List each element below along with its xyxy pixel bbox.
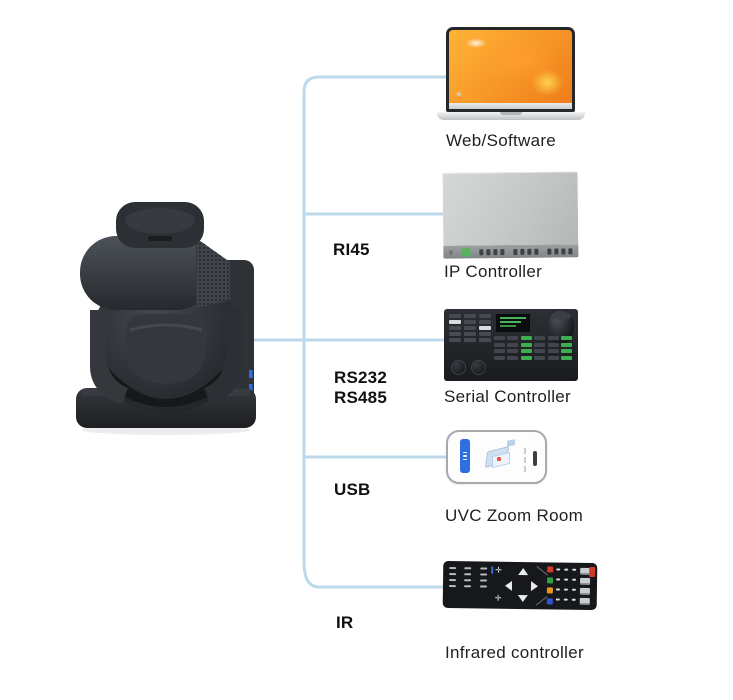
orange-button [546, 587, 553, 594]
serial-controller-keys [449, 314, 491, 342]
camera-yoke-left [90, 310, 128, 404]
phone-camera-notch [533, 451, 537, 466]
phone-blue-button [460, 439, 470, 473]
port-group [479, 248, 505, 255]
port-group [547, 247, 573, 255]
serial-controller-keypad [494, 336, 572, 360]
laptop-wallpaper [449, 30, 572, 103]
protocol-label-rs485: RS485 [334, 388, 387, 407]
remote-plus-button: ✛ [494, 593, 502, 603]
green-button [547, 576, 554, 583]
remote-power-button [589, 566, 596, 578]
protocol-label-rs232: RS232 [334, 368, 387, 387]
device-label-web-software: Web/Software [446, 131, 557, 150]
phone-side-text [524, 448, 526, 472]
device-label-ip-controller: IP Controller [444, 262, 543, 281]
remote-control-illustration: ✛ ✛ [442, 560, 598, 611]
laptop-chin [449, 103, 572, 109]
smartphone-illustration [446, 430, 547, 484]
protocol-label-usb: USB [334, 480, 371, 499]
ip-controller-port-strip [443, 244, 579, 259]
protocol-label-rs232-rs485: RS232 RS485 [334, 368, 387, 408]
remote-color-buttons [546, 566, 554, 604]
device-label-infrared-controller: Infrared controller [445, 643, 584, 662]
dpad-right-icon [530, 581, 539, 592]
green-led [461, 247, 471, 257]
remote-dash-buttons [555, 568, 585, 601]
remote-plus-button: ✛ [495, 565, 502, 575]
laptop-base [437, 112, 585, 120]
port-group [513, 248, 539, 255]
remote-left-buttons [448, 567, 489, 588]
ptz-camera-illustration [76, 202, 256, 435]
camera-yoke-right [204, 310, 242, 404]
ip-controller-body [442, 171, 579, 246]
ip-controller-illustration [442, 171, 579, 259]
camera-cradle [126, 314, 206, 384]
device-label-uvc-zoom-room: UVC Zoom Room [445, 506, 584, 525]
red-button [547, 566, 554, 573]
serial-controller-illustration [444, 309, 578, 381]
rotary-knob [451, 360, 466, 375]
camera-lens-barrel [80, 236, 212, 310]
dpad-down-icon [517, 594, 528, 603]
laptop-screen [446, 27, 575, 112]
dpad-up-icon [518, 567, 529, 576]
protocol-label-ir: IR [336, 613, 354, 632]
blue-button [546, 597, 553, 604]
serial-controller-screen [496, 314, 530, 332]
device-label-serial-controller: Serial Controller [444, 387, 571, 406]
ip-controller-mark [449, 250, 453, 255]
trunk-line [302, 75, 446, 589]
phone-screen-illustration [481, 439, 519, 475]
remote-blue-tick [491, 566, 494, 574]
camera-scoop [98, 356, 234, 407]
laptop-illustration [437, 27, 585, 122]
dpad-left-icon [504, 580, 513, 591]
protocol-label-rj45: RI45 [333, 240, 370, 259]
rotary-knob [471, 360, 486, 375]
